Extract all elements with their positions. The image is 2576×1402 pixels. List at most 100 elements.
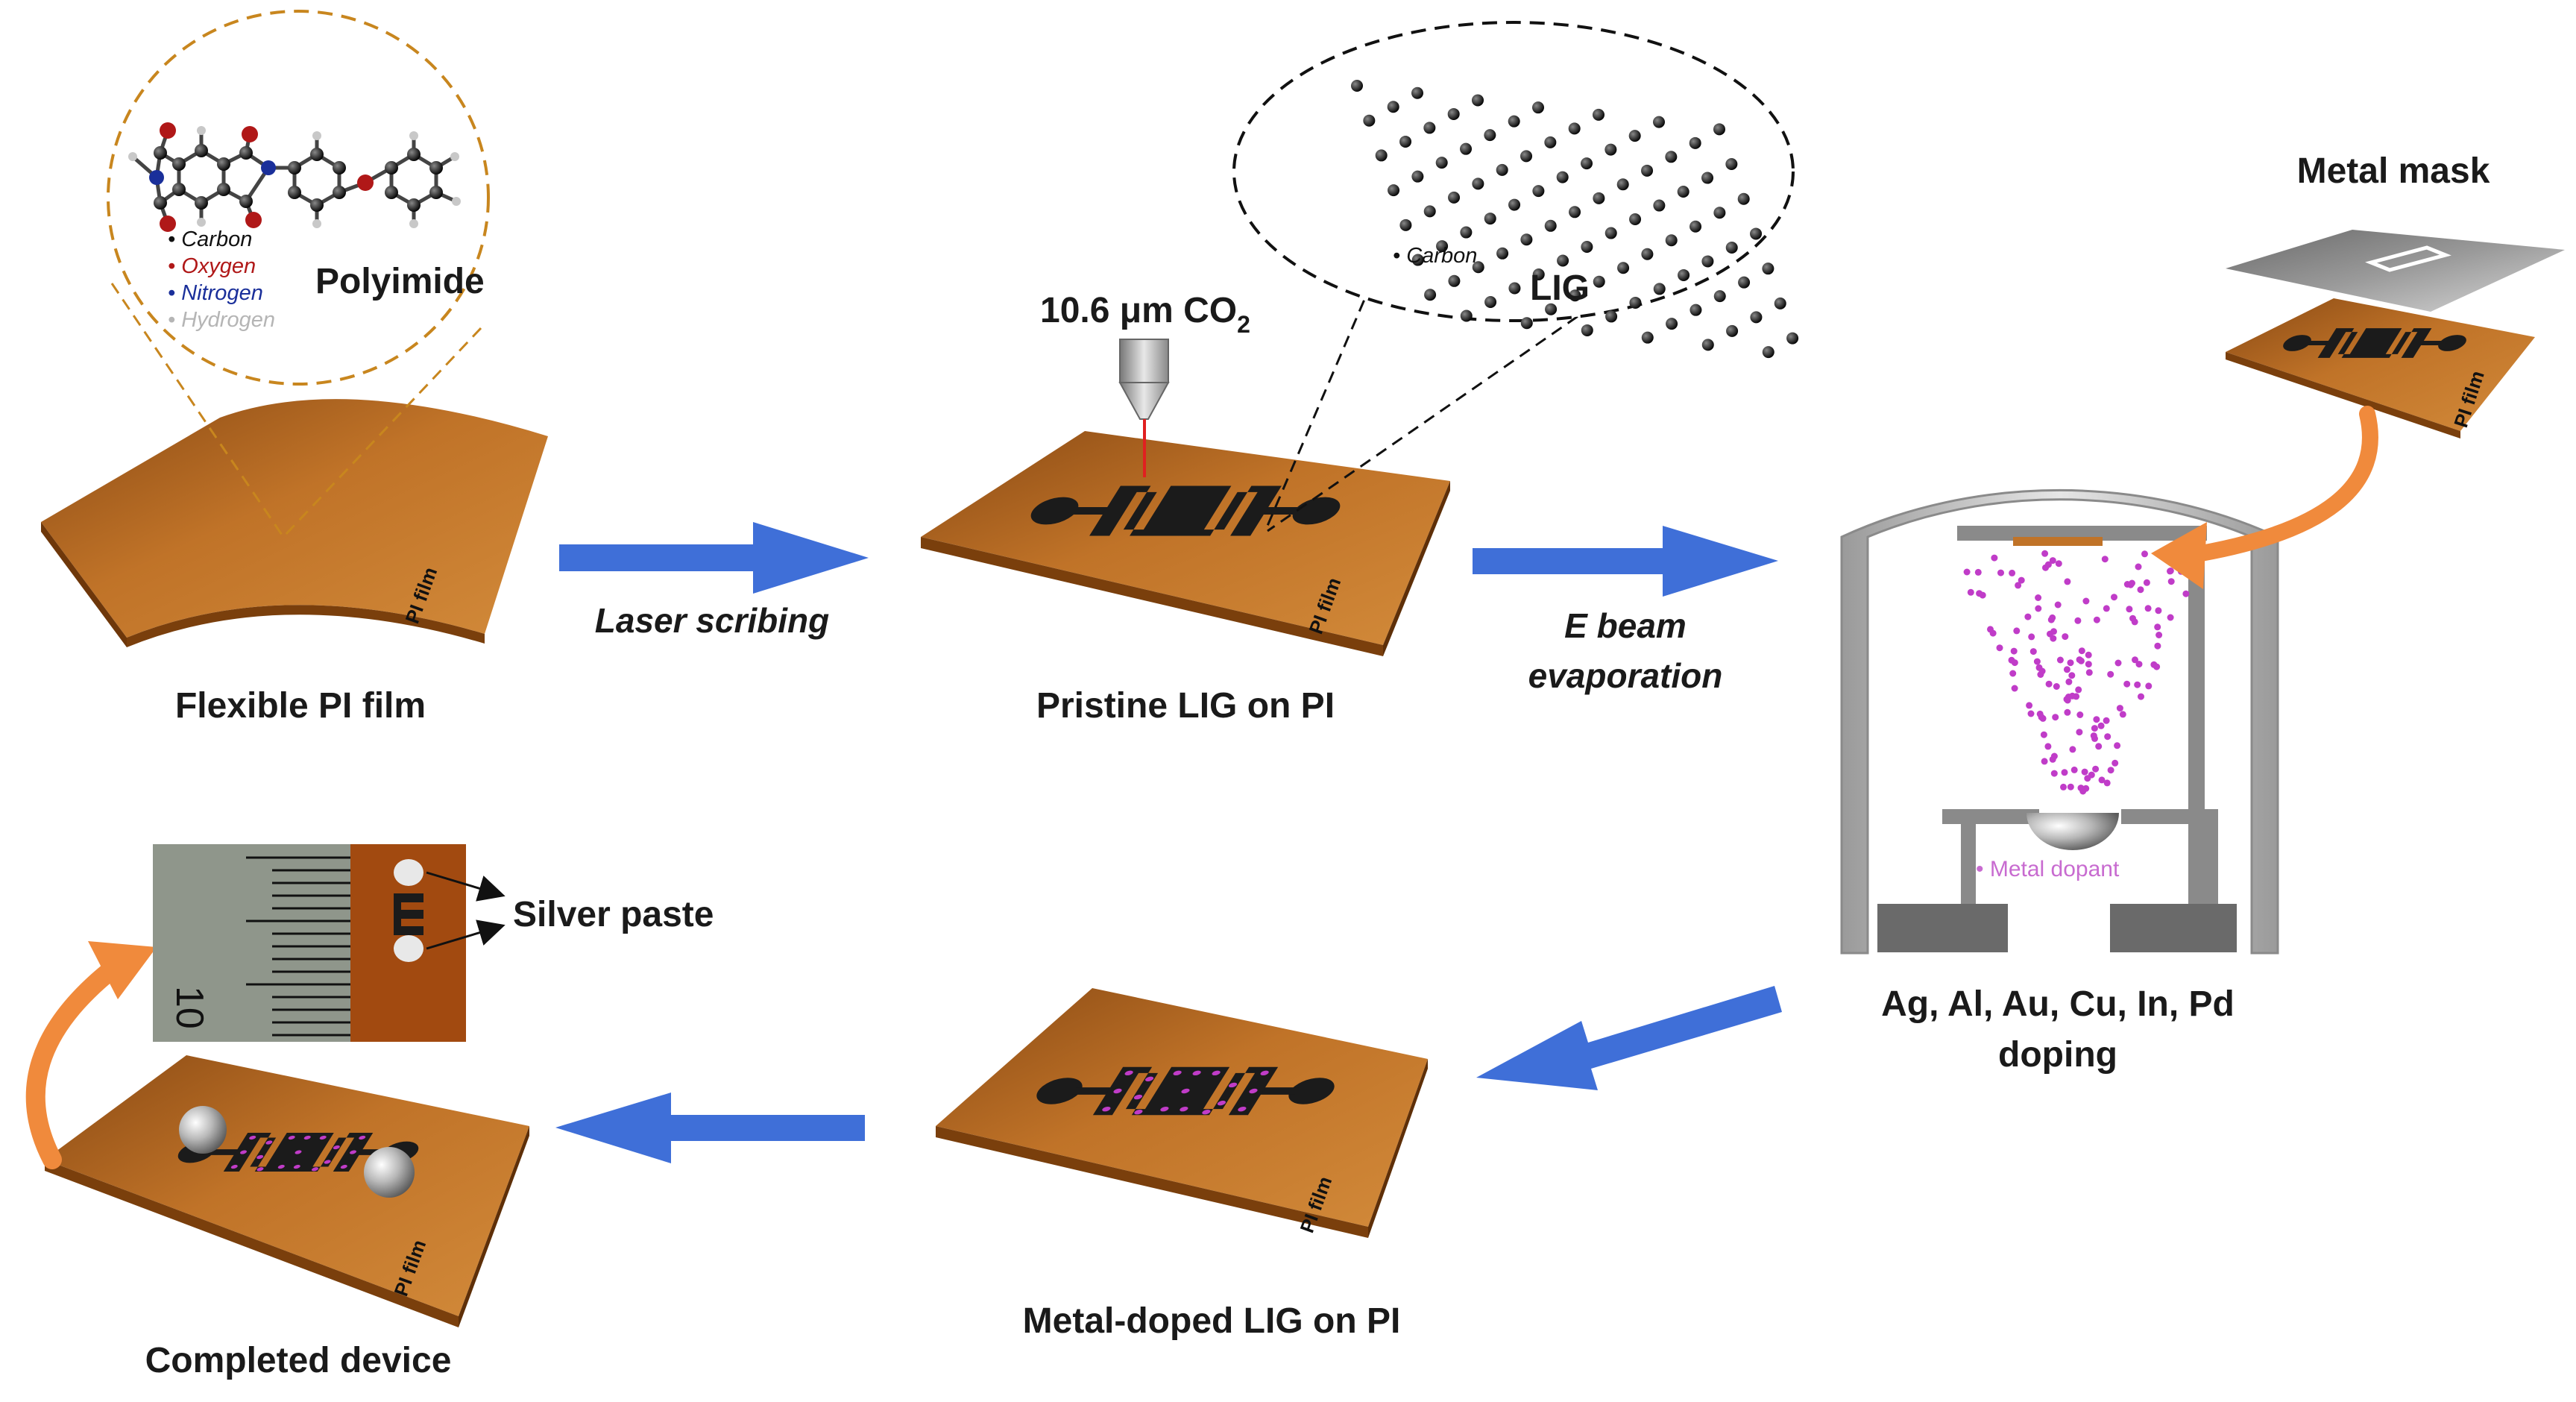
dopant-particle [1989, 629, 1997, 637]
pattern-serpentine [1089, 485, 1282, 536]
laser-label: 10.6 μm CO2 [1040, 291, 1250, 338]
pattern-serpentine [2317, 328, 2432, 358]
dopant-particle [2155, 607, 2162, 614]
dopant-particle [2077, 785, 2085, 792]
carbon-atom [1436, 240, 1449, 253]
pattern-shape [2283, 328, 2466, 358]
dopant-particle [2008, 656, 2015, 664]
molecule-atom [160, 216, 176, 232]
molecule-atom [197, 218, 206, 227]
dopant-particle [2067, 783, 2074, 790]
metal-mask-assembly: Metal mask PI film [2226, 151, 2565, 438]
dopant-particle [2114, 659, 2122, 667]
dopant-particle [2097, 722, 2105, 729]
carbon-atom [1605, 227, 1617, 239]
dopant-dot [1124, 1070, 1133, 1076]
lig-zoom: • Carbon LIG [1232, 21, 1799, 532]
held-film [2013, 537, 2103, 546]
dopant-particle [2167, 568, 2174, 574]
ruler-ticks [246, 856, 350, 1037]
dopant-particle [2092, 765, 2100, 773]
carbon-atom [1750, 311, 1763, 324]
support-post [2188, 526, 2205, 928]
dopant-particle [2085, 669, 2093, 676]
pattern-pad-right [1288, 1078, 1335, 1104]
dopant-dot [340, 1164, 347, 1169]
carbon-atom [1569, 289, 1581, 302]
dopant-particle [1976, 590, 1983, 597]
graphene-lattice [1351, 80, 1799, 359]
dopant-dot [303, 1135, 311, 1140]
dopant-dot [1212, 1070, 1221, 1076]
dopant-particle [2144, 605, 2152, 612]
dopant-dot [230, 1164, 238, 1169]
carbon-atom [1411, 254, 1424, 266]
carbon-atom [1689, 220, 1702, 233]
arrow-laser-scribing [559, 522, 869, 594]
dopant-particle [2050, 770, 2058, 777]
dopant-particle [2065, 678, 2073, 685]
pattern-lead-right [2418, 341, 2445, 345]
dopant-particle [2044, 743, 2052, 750]
pattern-pad-left [1030, 497, 1079, 525]
arrow-mask-to-chamber [2180, 406, 2378, 564]
dopant-particle [2098, 776, 2106, 784]
pattern-shape [1030, 485, 1341, 536]
dopant-particle [2167, 614, 2174, 621]
carbon-atom [1713, 123, 1725, 136]
carbon-atom [1665, 151, 1678, 163]
pattern-lead-left [1071, 1087, 1115, 1095]
dopant-particle [2132, 656, 2138, 664]
dopant-dot [1238, 1106, 1247, 1112]
carbon-atom [1581, 157, 1593, 170]
carbon-atom [1520, 317, 1533, 330]
carbon-atom [1750, 227, 1763, 240]
molecule-atom [217, 157, 230, 171]
photo-lig-pattern [394, 893, 423, 935]
dopant-dot [1228, 1082, 1238, 1088]
pattern-lead-left [206, 1149, 242, 1155]
dopant-particle [2091, 725, 2098, 732]
masked-film [2226, 298, 2535, 431]
carbon-atom [1629, 296, 1642, 309]
molecule-atom [195, 144, 208, 157]
carbon-atom [1520, 150, 1533, 163]
molecule-atom [452, 197, 461, 206]
dopant-particle [2011, 685, 2018, 692]
carbon-atom [1472, 177, 1484, 190]
carbon-atom [1737, 192, 1750, 205]
dopant-dot [265, 1140, 273, 1145]
dopant-particle [2010, 647, 2018, 655]
carbon-atom [1484, 295, 1497, 308]
carbon-atom [1411, 170, 1424, 183]
molecule-atom [407, 198, 421, 212]
dopant-dot [293, 1164, 300, 1169]
carbon-atom [1424, 289, 1437, 301]
molecule-atom [333, 161, 346, 175]
silver-contact-left [179, 1106, 227, 1154]
dopant-dot [1181, 1088, 1190, 1094]
dopant-particle [2104, 733, 2111, 741]
dopant-particle [2061, 769, 2068, 776]
dopant-particle [2018, 576, 2025, 584]
carbon-atom [1678, 268, 1690, 281]
dopant-particle [2154, 642, 2161, 650]
base-right [2110, 904, 2237, 952]
caption-doping-line1: Ag, Al, Au, Cu, In, Pd [1881, 984, 2235, 1024]
carbon-atom [1689, 304, 1702, 316]
carbon-atom [1448, 274, 1461, 287]
dopant-dot [288, 1135, 295, 1140]
pattern-pad-right [2438, 335, 2466, 351]
dopant-particle [2070, 766, 2078, 773]
carbon-atom [1653, 283, 1666, 295]
dopant-particle [2041, 758, 2048, 765]
molecule-atom [172, 157, 186, 171]
dopant-particle [2074, 617, 2082, 624]
carbon-atom [1545, 303, 1558, 315]
carbon-atom [1641, 164, 1654, 177]
dopant-particle [2073, 693, 2080, 700]
dopant-dot [1249, 1088, 1258, 1094]
dopant-dot [239, 1150, 248, 1154]
dopant-dot [1133, 1094, 1143, 1100]
